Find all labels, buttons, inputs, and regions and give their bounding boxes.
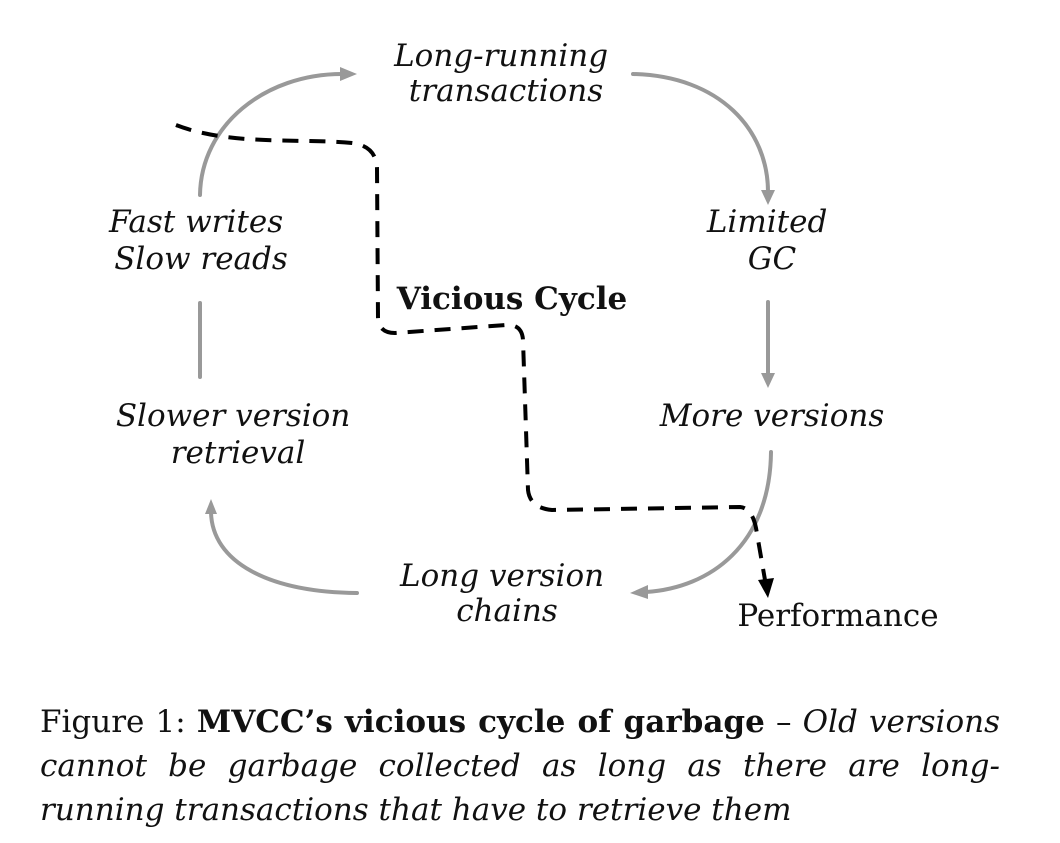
caption-title: MVCC’s vicious cycle of garbage (196, 704, 765, 740)
node-line: Limited (706, 204, 827, 240)
node-line: Long version (399, 558, 604, 594)
node-long-running-transactions: Long-running transactions (393, 38, 618, 109)
cycle-arrows (198, 67, 775, 599)
performance-label: Performance (737, 598, 938, 634)
arrow-head-versions (761, 373, 775, 388)
vicious-cycle-diagram: Long-running transactions Limited GC Mor… (108, 38, 939, 634)
arrow-transactions-to-gc (631, 72, 770, 194)
node-line: Slow reads (114, 241, 288, 277)
dashed-arrow-head (758, 578, 774, 598)
node-line: Slower version (116, 398, 351, 434)
arrow-writes-to-transactions (198, 72, 344, 197)
node-line: Fast writes (108, 204, 283, 240)
caption-body: Old versions cannot be garbage collected… (40, 704, 1000, 828)
caption-separator: – (764, 704, 803, 740)
node-line: More versions (659, 398, 884, 434)
node-fast-writes-slow-reads: Fast writes Slow reads (108, 204, 293, 277)
caption-prefix: Figure 1: (40, 704, 197, 740)
node-line: GC (748, 241, 797, 277)
figure-caption: Figure 1: MVCC’s vicious cycle of garbag… (40, 700, 1000, 832)
arrow-head-transactions (340, 67, 357, 81)
arrow-versions-to-chains (644, 450, 773, 594)
node-limited-gc: Limited GC (706, 204, 837, 277)
node-line: transactions (409, 73, 603, 109)
arrow-chains-to-retrieval (209, 510, 359, 595)
dashed-trend-path (175, 123, 767, 581)
node-more-versions: More versions (659, 398, 884, 434)
node-line: chains (456, 593, 558, 629)
arrow-head-retrieval (205, 499, 217, 514)
node-long-version-chains: Long version chains (399, 558, 614, 629)
center-label: Vicious Cycle (396, 281, 627, 317)
node-slower-version-retrieval: Slower version retrieval (116, 398, 360, 471)
node-line: retrieval (171, 435, 306, 471)
node-line: Long-running (393, 38, 608, 74)
arrow-head-gc (761, 190, 775, 205)
arrow-head-chains (630, 585, 648, 599)
performance-trend-line (175, 123, 774, 598)
